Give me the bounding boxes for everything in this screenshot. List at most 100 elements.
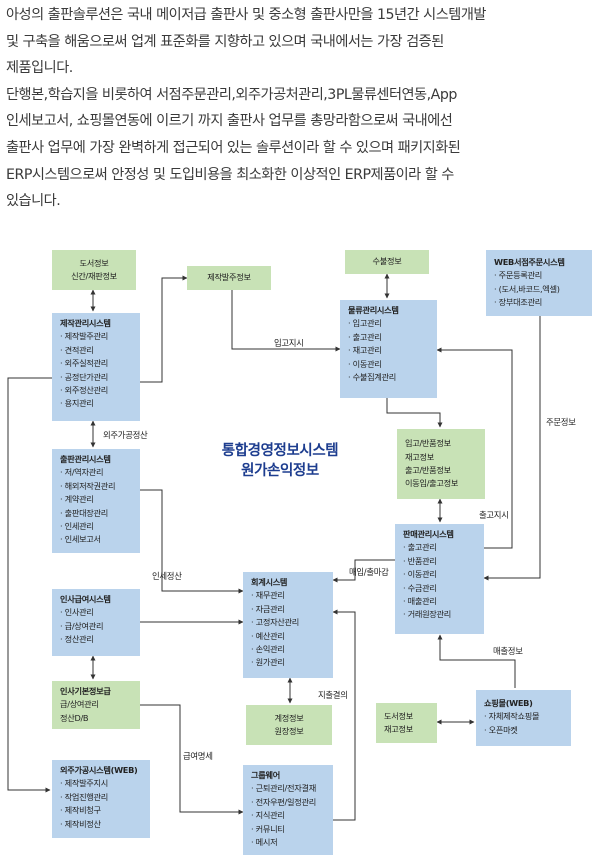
- label-ship-order: 출고지시: [479, 510, 509, 520]
- label-pay-detail: 급여명세: [183, 751, 213, 761]
- connector-production-order: [140, 275, 188, 383]
- shopping-title: 쇼핑몰(WEB): [484, 698, 533, 708]
- stock-info-line: 입고/반품정보: [405, 438, 451, 449]
- production-item: 제작발주관리: [60, 330, 134, 343]
- groupware-box: 그룹웨어 근퇴관리/전자결재 전자우편/일정관리 지식관리 커뮤니티 메시저: [243, 765, 333, 855]
- groupware-item: 전자우편/일정관리: [251, 796, 327, 809]
- publishing-item: 저/역자관리: [60, 466, 134, 479]
- connector-hrbasic-groupware: [140, 704, 244, 815]
- logistics-item: 입고관리: [348, 317, 431, 330]
- publishing-item: 출판대장관리: [60, 507, 134, 520]
- intro-line: 단행본,학습지을 비롯하여 서점주문관리,외주가공처관리,3PL물류센터연동,A…: [6, 86, 457, 103]
- sales-item: 출고관리: [403, 541, 478, 554]
- accounting-item: 고정자산관리: [251, 616, 327, 629]
- production-item: 공정단가관리: [60, 371, 134, 384]
- accounting-item: 손익관리: [251, 643, 327, 656]
- web-order-item: (도서,바코드,엑셀): [494, 283, 586, 296]
- sales-item: 수금관리: [403, 582, 478, 595]
- accounting-item: 예산관리: [251, 630, 327, 643]
- book-stock-line1: 도서정보: [384, 710, 413, 721]
- hr-payroll-item: 급/상여관리: [60, 620, 134, 633]
- book-info-box: 도서정보 신간/재판정보: [52, 250, 136, 290]
- hr-basic-title: 인사기본정보급: [60, 685, 111, 696]
- connector-sales-logistics: [436, 347, 513, 549]
- connector-publishing-accounting: [140, 489, 244, 594]
- accounting-system-box: 회계시스템 재무관리 자금관리 고정자산관리 예산관리 손익관리 원가관리: [243, 572, 333, 678]
- production-item: 용지관리: [60, 397, 134, 410]
- groupware-item: 커뮤니티: [251, 823, 327, 836]
- shopping-item: 자체제작쇼핑몰: [484, 710, 565, 723]
- groupware-item: 메시저: [251, 836, 327, 849]
- outsource-system-box: 외주가공시스템(WEB) 제작발주지시 작업진행관리 제작비청구 제작비정산: [52, 760, 150, 838]
- hr-payroll-system-box: 인사급여시스템 인사관리 급/상여관리 정산관리: [52, 589, 140, 656]
- intro-line: 인세보고서, 쇼핑몰연동에 이르기 까지 출판사 업무를 총망라함으로써 국내에…: [6, 113, 453, 130]
- intro-line: 및 구축을 해움으로써 업계 표준화를 지향하고 있으며 국내에서는 가장 검증…: [6, 33, 444, 50]
- outsource-item: 제작비정산: [60, 818, 144, 831]
- label-sales-close: 매입/출마감: [349, 567, 389, 577]
- production-order-label: 제작발주정보: [207, 272, 251, 283]
- outsource-item: 제작비청구: [60, 804, 144, 817]
- accounting-item: 재무관리: [251, 589, 327, 602]
- accounting-item: 원가관리: [251, 656, 327, 669]
- intro-line: 있습니다.: [6, 193, 61, 210]
- web-order-item: 장부대조관리: [494, 296, 586, 309]
- accounting-title: 회계시스템: [251, 577, 288, 587]
- logistics-item: 출고관리: [348, 331, 431, 344]
- connector-web-sales: [483, 316, 541, 581]
- publishing-item: 인세보고서: [60, 533, 134, 546]
- hr-payroll-item: 정산관리: [60, 633, 134, 646]
- intro-line: 아성의 출판솔루션은 국내 메이저급 출판사 및 중소형 출판사만을 15년간 …: [6, 7, 486, 23]
- accounting-item: 자금관리: [251, 603, 327, 616]
- connector-groupware-accounting: [332, 609, 356, 821]
- connector-order-logistics: [231, 290, 341, 352]
- intro-line: 제품입니다.: [6, 60, 73, 77]
- connector-logistics-stock: [386, 398, 443, 428]
- center-title: 통합경영정보시스템 원가손익정보: [190, 441, 370, 481]
- connector-sales-accounting: [332, 559, 395, 583]
- web-order-item: 주문등록관리: [494, 269, 586, 282]
- groupware-item: 지식관리: [251, 809, 327, 822]
- label-order-info: 주문정보: [546, 417, 576, 427]
- sales-item: 매출관리: [403, 595, 478, 608]
- web-order-system-box: WEB서점주문시스템 주문등록관리 (도서,바코드,엑셀) 장부대조관리: [486, 250, 592, 316]
- intro-line: 출판사 업무에 가장 완벽하게 접근되어 있는 솔루션이라 할 수 있으며 패키…: [6, 139, 461, 156]
- label-royalty-settle: 인세정산: [152, 571, 182, 581]
- hr-basic-item: 정산D/B: [60, 712, 89, 723]
- publishing-title: 출판관리시스템: [60, 454, 111, 464]
- production-title: 제작관리시스템: [60, 318, 111, 328]
- hr-basic-box: 인사기본정보급 급/상여관리 정산D/B: [52, 681, 140, 729]
- center-title-line1: 통합경영정보시스템: [221, 443, 339, 459]
- outsource-title: 외주가공시스템(WEB): [60, 765, 138, 775]
- label-outsource-settle: 외주가공정산: [103, 430, 148, 440]
- logistics-item: 재고관리: [348, 344, 431, 357]
- label-slip-result: 지출결의: [318, 690, 348, 700]
- stock-info-box: 입고/반품정보 재고정보 출고/반품정보 이동입/출고정보: [397, 429, 485, 499]
- book-stock-line2: 재고정보: [384, 724, 413, 734]
- shipment-info-box: 수불정보: [345, 250, 429, 274]
- book-stock-box: 도서정보 재고정보: [376, 703, 437, 743]
- stock-info-line: 재고정보: [405, 451, 434, 462]
- intro-text: 아성의 출판솔루션은 국내 메이저급 출판사 및 중소형 출판사만을 15년간 …: [6, 2, 596, 215]
- outsource-item: 작업진행관리: [60, 791, 144, 804]
- account-info-line2: 원장정보: [274, 726, 304, 736]
- label-sales-info: 매출정보: [493, 646, 523, 656]
- shopping-mall-box: 쇼핑몰(WEB) 자체제작쇼핑몰 오픈마켓: [476, 690, 571, 746]
- logistics-item: 수불집계관리: [348, 371, 431, 384]
- outsource-item: 제작발주지시: [60, 777, 144, 790]
- label-receive-order: 입고지시: [274, 338, 304, 348]
- center-title-line2: 원가손익정보: [241, 463, 319, 479]
- web-order-title: WEB서점주문시스템: [494, 257, 565, 267]
- hr-basic-item: 급/상여관리: [60, 699, 99, 710]
- intro-line: ERP시스템으로써 안정성 및 도입비용을 최소화한 이상적인 ERP제품이라 …: [6, 166, 454, 183]
- production-order-box: 제작발주정보: [187, 266, 271, 290]
- book-info-line1: 도서정보: [79, 257, 109, 268]
- sales-item: 반품관리: [403, 555, 478, 568]
- shipment-info-label: 수불정보: [372, 256, 402, 267]
- sales-item: 이동관리: [403, 568, 478, 581]
- connector-production-outsource: [7, 377, 52, 793]
- sales-system-box: 판매관리시스템 출고관리 반품관리 이동관리 수금관리 매출관리 거래원장관리: [395, 524, 484, 634]
- publishing-system-box: 출판관리시스템 저/역자관리 해외저작권관리 계약관리 출판대장관리 인세관리 …: [52, 449, 140, 553]
- publishing-item: 인세관리: [60, 520, 134, 533]
- account-info-line1: 계정정보: [274, 712, 304, 723]
